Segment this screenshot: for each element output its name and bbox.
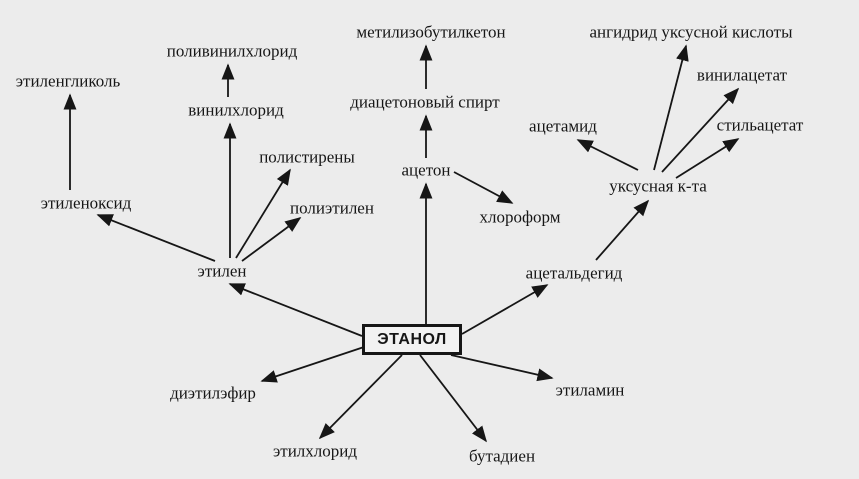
node-aceton: ацетон [401, 160, 451, 180]
node-polietilen: полиэтилен [290, 198, 374, 218]
node-acetamid: ацетамид [529, 116, 597, 136]
node-uksusnaya: уксусная к-та [609, 176, 707, 196]
arrow-etilen-to-polietilen [241, 217, 302, 262]
arrow-ethanol-to-etilen [228, 283, 363, 337]
node-metilizobutilketon: метилизобутилкетон [356, 22, 506, 42]
node-acetaldegid: ацетальдегид [525, 263, 623, 283]
node-etilenglikol: этиленгликоль [15, 71, 121, 91]
arrow-etilen-to-polistireny [235, 168, 291, 259]
arrow-acetaldegid-to-uksusnaya [595, 199, 650, 261]
arrow-ethanol-to-butadien [419, 354, 487, 443]
node-vinilhlorid: винилхлорид [188, 100, 284, 120]
arrow-ethanol-to-etilhlorid [318, 354, 403, 440]
node-diacetonovyi-spirt: диацетоновый спирт [350, 92, 500, 112]
arrow-ethanol-to-etilamin [450, 354, 554, 382]
ethanol-node: ЭТАНОЛ [362, 324, 462, 355]
arrow-ethanol-to-dietilefir [260, 346, 365, 383]
arrow-uksusnaya-to-stilacetat [675, 138, 740, 179]
arrow-uksusnaya-to-acetamid [576, 139, 639, 171]
node-hloroform: хлороформ [479, 207, 561, 227]
arrow-uksusnaya-to-vinilacetat [661, 87, 740, 173]
node-etilhlorid: этилхлорид [272, 441, 358, 461]
arrow-uksusnaya-to-angidrid [653, 44, 689, 171]
node-butadien: бутадиен [468, 446, 536, 466]
arrow-ethanol-to-acetaldegid [461, 284, 549, 335]
ethanol-label: ЭТАНОЛ [377, 330, 447, 348]
node-etilamin: этиламин [555, 380, 625, 400]
arrow-aceton-to-hloroform [453, 171, 514, 204]
node-vinilacetat: винилацетат [696, 65, 788, 85]
arrow-etilen-to-etilenoksid [96, 214, 216, 262]
node-dietilefir: диэтилэфир [170, 383, 256, 403]
node-stilacetat: стильацетат [716, 115, 804, 135]
node-polistireny: полистирены [259, 147, 355, 167]
node-polivinilhlorid: поливинилхлорид [166, 41, 298, 61]
node-etilen: этилен [197, 261, 247, 281]
node-etilenoksid: этиленоксид [40, 193, 132, 213]
node-angidrid: ангидрид уксусной кислоты [589, 22, 793, 42]
